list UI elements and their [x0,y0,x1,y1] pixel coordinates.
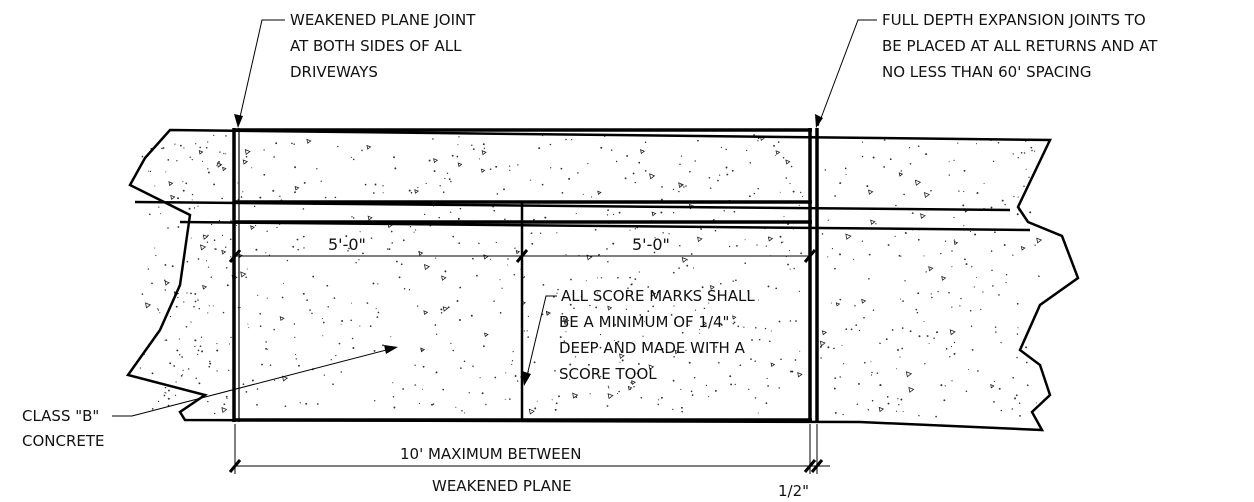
weakened-plane-note: WEAKENED PLANE JOINT AT BOTH SIDES OF AL… [290,11,476,81]
svg-text:DRIVEWAYS: DRIVEWAYS [290,63,378,81]
svg-text:DEEP AND MADE WITH A: DEEP AND MADE WITH A [559,339,746,357]
dim-tick-right [803,249,817,263]
svg-text:WEAKENED PLANE JOINT: WEAKENED PLANE JOINT [290,11,476,29]
overall-tick-far [810,459,824,473]
score-note: ALL SCORE MARKS SHALL BE A MINIMUM OF 1/… [559,287,755,383]
concrete-leader [112,347,395,417]
overall-tick-left [228,459,242,473]
overall-dimension-line1: 10' MAXIMUM BETWEEN [400,445,581,463]
joint-gap-dimension: 1/2" [778,482,809,500]
svg-text:SCORE TOOL: SCORE TOOL [559,365,657,383]
expansion-arrowhead [815,114,823,128]
overall-tick-right [803,459,817,473]
concrete-note: CLASS "B" CONCRETE [22,407,105,450]
overall-dimension-line2: WEAKENED PLANE [432,477,572,495]
svg-text:FULL DEPTH EXPANSION JOINTS TO: FULL DEPTH EXPANSION JOINTS TO [882,11,1146,29]
svg-text:BE A MINIMUM OF 1/4": BE A MINIMUM OF 1/4" [559,313,729,331]
score-leader [525,295,557,381]
slab-outline [125,128,1080,432]
svg-text:BE PLACED AT ALL RETURNS AND A: BE PLACED AT ALL RETURNS AND AT [882,37,1158,55]
svg-text:NO LESS THAN 60' SPACING: NO LESS THAN 60' SPACING [882,63,1091,81]
concrete-arrowhead [384,345,398,354]
expansion-note: FULL DEPTH EXPANSION JOINTS TO BE PLACED… [882,11,1158,81]
left-panel-dimension: 5'-0" [328,235,366,254]
weakened-plane-arrowhead [234,114,243,128]
dim-tick-left [228,249,242,263]
svg-text:CLASS "B": CLASS "B" [22,407,99,425]
right-panel-dimension: 5'-0" [632,235,670,254]
score-arrowhead [522,371,531,386]
svg-text:ALL SCORE MARKS SHALL: ALL SCORE MARKS SHALL [561,287,755,305]
svg-text:CONCRETE: CONCRETE [22,432,105,450]
dim-tick-mid [515,249,529,263]
weakened-plane-leader [237,19,285,127]
expansion-leader [817,19,877,127]
svg-text:AT BOTH SIDES OF ALL: AT BOTH SIDES OF ALL [290,37,462,55]
